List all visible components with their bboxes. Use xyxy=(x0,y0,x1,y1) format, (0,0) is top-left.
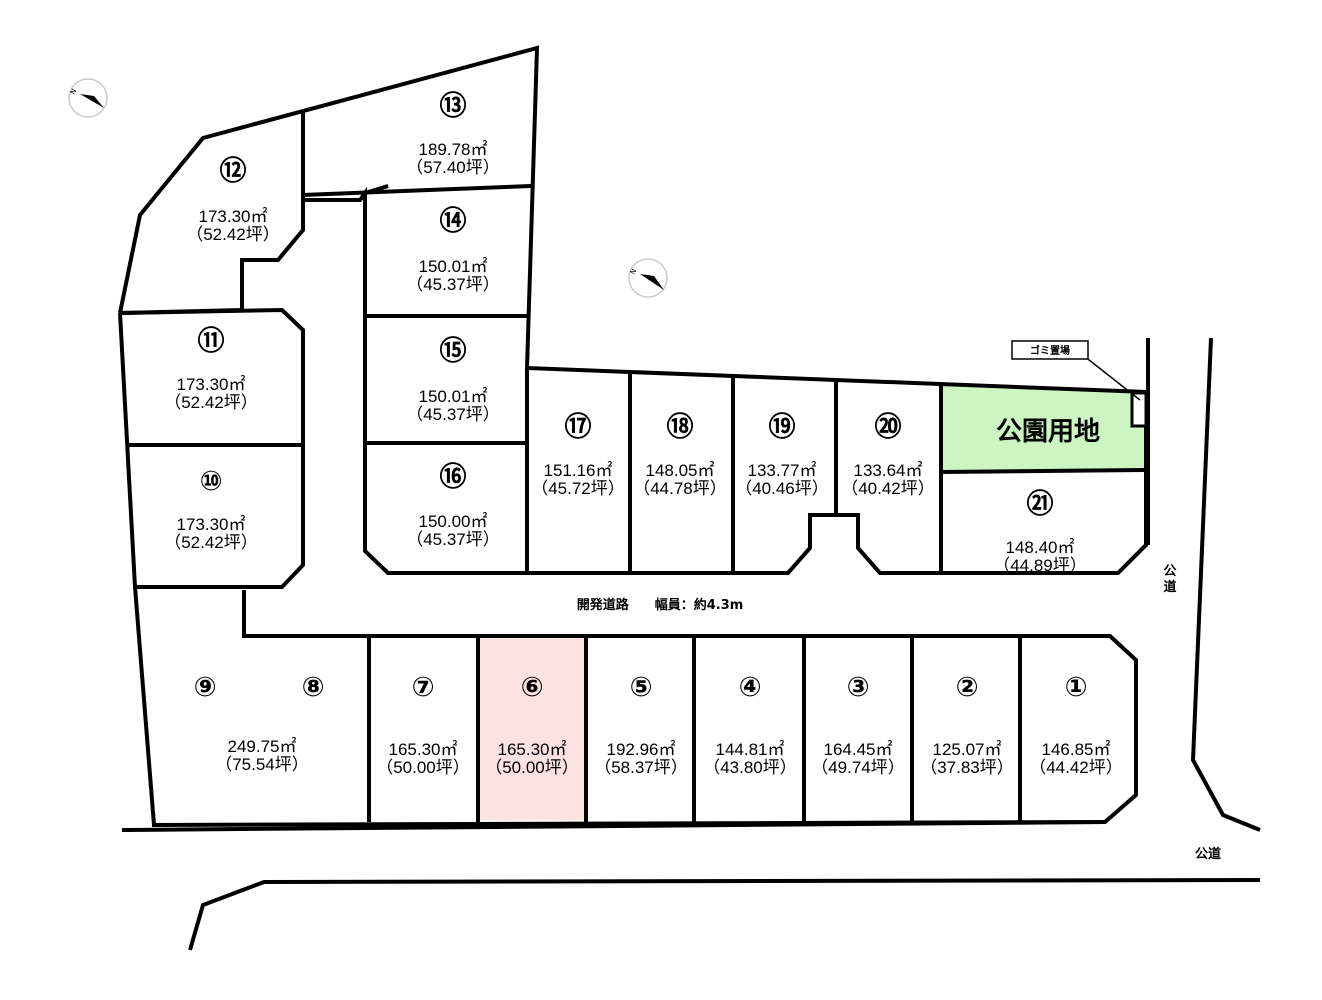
garbage-area xyxy=(1130,391,1148,428)
lot-tsubo: （40.46坪） xyxy=(735,479,829,498)
lot-number: ④ xyxy=(739,672,762,703)
lot-tsubo: （58.37坪） xyxy=(594,758,688,777)
compass-icon: N xyxy=(68,78,108,118)
lot-tsubo: （43.80坪） xyxy=(703,758,797,777)
lot-area: 133.77㎡ xyxy=(748,461,817,480)
lot-area: 150.01㎡ xyxy=(419,387,488,406)
lot-number: ⑱ xyxy=(667,411,694,443)
lot-area: 249.75㎡ xyxy=(228,737,297,756)
lot-area: 150.00㎡ xyxy=(419,512,488,531)
lot-number: ⑭ xyxy=(440,205,467,237)
compass-icon: N xyxy=(628,258,668,298)
garbage-label: ゴミ置場 xyxy=(1030,344,1070,357)
lot-boundaries-south xyxy=(367,636,1022,822)
park-area xyxy=(941,386,1146,472)
lot-tsubo: （49.74坪） xyxy=(811,758,905,777)
lot-tsubo: （44.42坪） xyxy=(1029,758,1123,777)
lot-area: 125.07㎡ xyxy=(933,740,1002,759)
lot-tsubo: （52.42坪） xyxy=(164,393,258,412)
lot-labels: ① 146.85㎡（44.42坪） ② 125.07㎡（37.83坪） ③ 164.45㎡… xyxy=(164,90,1123,777)
lot-boundaries-north xyxy=(128,112,1147,573)
lot-number: ⑩ xyxy=(200,466,223,497)
lot-number: ⑲ xyxy=(769,411,796,443)
lot-tsubo: （45.37坪） xyxy=(406,530,500,549)
lot-number: ⑬ xyxy=(440,90,467,122)
lot-tsubo: （52.42坪） xyxy=(186,225,280,244)
lot-tsubo: （45.37坪） xyxy=(406,405,500,424)
lot-number: ⑪ xyxy=(198,325,225,357)
garbage-label-box xyxy=(1011,340,1089,360)
lot-number: ⑫ xyxy=(220,155,247,187)
lot-tsubo: （45.37坪） xyxy=(406,275,500,294)
lot-tsubo: （40.42坪） xyxy=(841,479,935,498)
lot-6-highlight xyxy=(480,637,585,820)
lot-area: 144.81㎡ xyxy=(716,740,785,759)
lot-number: ⑦ xyxy=(412,672,435,703)
lot-area: 148.05㎡ xyxy=(646,461,715,480)
lot-number: ⑰ xyxy=(565,411,592,443)
svg-text:N: N xyxy=(69,87,79,96)
block-outline-west xyxy=(118,307,305,589)
svg-text:公: 公 xyxy=(1163,564,1176,579)
public-road-label-right: 公 道 xyxy=(1163,564,1176,595)
block-outline-north xyxy=(118,45,1148,575)
lot-tsubo: （44.78坪） xyxy=(633,479,727,498)
lot-number: ⑥ xyxy=(521,672,544,703)
lot-area: 133.64㎡ xyxy=(854,461,923,480)
lot-area: 165.30㎡ xyxy=(389,740,458,759)
lot-tsubo: （50.00坪） xyxy=(485,758,579,777)
svg-text:N: N xyxy=(629,267,639,276)
lot-number: ⑨ xyxy=(194,672,217,703)
lot-tsubo: （75.54坪） xyxy=(215,755,309,774)
lot-area: 148.40㎡ xyxy=(1006,538,1075,557)
svg-text:道: 道 xyxy=(1163,579,1176,595)
lot-tsubo: （37.83坪） xyxy=(920,758,1014,777)
block-outline-south xyxy=(133,586,1138,828)
lot-number: ① xyxy=(1065,672,1088,703)
lot-number: ⑧ xyxy=(302,672,325,703)
lot-tsubo: （45.72坪） xyxy=(531,479,625,498)
lot-area: 173.30㎡ xyxy=(177,515,246,534)
lot-area: 151.16㎡ xyxy=(544,461,613,480)
public-road-lines xyxy=(121,337,1261,951)
lot-area: 192.96㎡ xyxy=(607,740,676,759)
lot-area: 150.01㎡ xyxy=(419,257,488,276)
lot-area: 146.85㎡ xyxy=(1042,740,1111,759)
park-label: 公園用地 xyxy=(996,417,1100,447)
lot-tsubo: （44.89坪） xyxy=(993,556,1087,575)
public-road-label-bottom: 公道 xyxy=(1195,846,1221,862)
lot-number: ② xyxy=(956,672,979,703)
lot-area: 189.78㎡ xyxy=(419,140,488,159)
lot-number: ⑳ xyxy=(875,411,902,443)
lot-area: 164.45㎡ xyxy=(824,740,893,759)
garbage-pointer xyxy=(1083,355,1141,401)
dev-road-label: 開発道路 幅員：約4.3m xyxy=(577,597,744,613)
lot-tsubo: （50.00坪） xyxy=(376,758,470,777)
lot-tsubo: （52.42坪） xyxy=(164,533,258,552)
lot-area: 165.30㎡ xyxy=(498,740,567,759)
lot-number: ㉑ xyxy=(1027,488,1054,520)
lot-number: ⑯ xyxy=(440,461,467,493)
lot-number: ③ xyxy=(847,672,870,703)
lot-tsubo: （57.40坪） xyxy=(406,158,500,177)
lot-area: 173.30㎡ xyxy=(177,375,246,394)
lot-area: 173.30㎡ xyxy=(199,207,268,226)
lot-number: ⑮ xyxy=(440,335,467,367)
lot-number: ⑤ xyxy=(630,672,653,703)
